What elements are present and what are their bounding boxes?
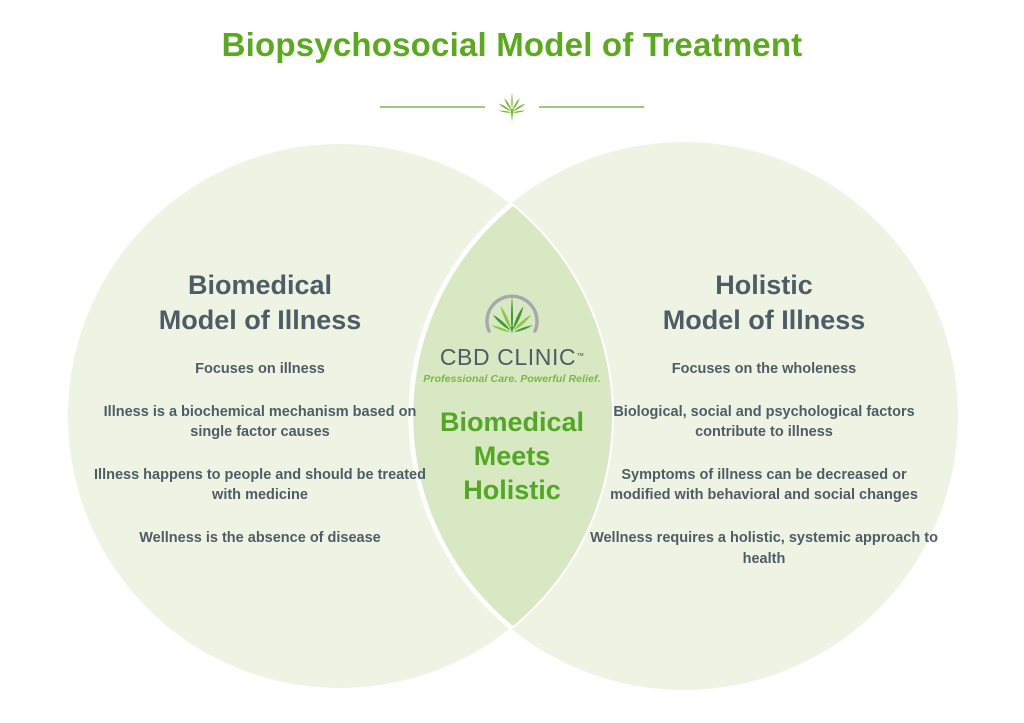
holistic-point-2: Biological, social and psychological fac…: [613, 403, 915, 441]
cannabis-leaf-icon: [498, 93, 526, 122]
divider: [0, 90, 1024, 124]
holistic-point-3: Symptoms of illness can be decreased or …: [610, 466, 918, 504]
holistic-heading-line1: Holistic: [715, 270, 813, 300]
biomedical-panel: Biomedical Model of Illness Focuses on i…: [86, 268, 434, 549]
biomedical-heading-line1: Biomedical: [187, 270, 333, 300]
biomedical-point-4: Wellness is the absence of disease: [139, 529, 381, 546]
trademark-symbol: ™: [576, 351, 585, 361]
holistic-panel: Holistic Model of Illness Focuses on the…: [590, 268, 938, 569]
center-heading-line3: Holistic: [463, 475, 561, 506]
brand-tagline: Professional Care. Powerful Relief.: [423, 373, 601, 385]
divider-rule-left: [380, 106, 485, 108]
holistic-point-1: Focuses on the wholeness: [671, 361, 857, 378]
center-heading-line1: Biomedical: [439, 407, 585, 437]
holistic-heading-line2: Model of Illness: [662, 304, 866, 335]
biomedical-point-1: Focuses on illness: [195, 361, 325, 378]
biomedical-point-3: Illness happens to people and should be …: [94, 466, 426, 504]
brand-wordmark: CBD CLINIC™: [412, 346, 612, 370]
biomedical-heading: Biomedical Model of Illness: [86, 268, 434, 337]
center-overlap-panel: CBD CLINIC™ Professional Care. Powerful …: [412, 282, 612, 507]
center-heading-line2: Meets: [473, 441, 551, 472]
brand-name: CBD CLINIC: [439, 344, 577, 370]
holistic-point-4: Wellness requires a holistic, systemic a…: [590, 529, 938, 567]
page-title: Biopsychosocial Model of Treatment: [221, 26, 803, 63]
center-heading: Biomedical Meets Holistic: [412, 405, 612, 507]
divider-rule-right: [539, 106, 644, 108]
cbd-clinic-leaf-logo-icon: [485, 294, 539, 334]
holistic-heading: Holistic Model of Illness: [590, 268, 938, 337]
biomedical-point-2: Illness is a biochemical mechanism based…: [103, 403, 417, 441]
biomedical-heading-line2: Model of Illness: [158, 304, 362, 335]
